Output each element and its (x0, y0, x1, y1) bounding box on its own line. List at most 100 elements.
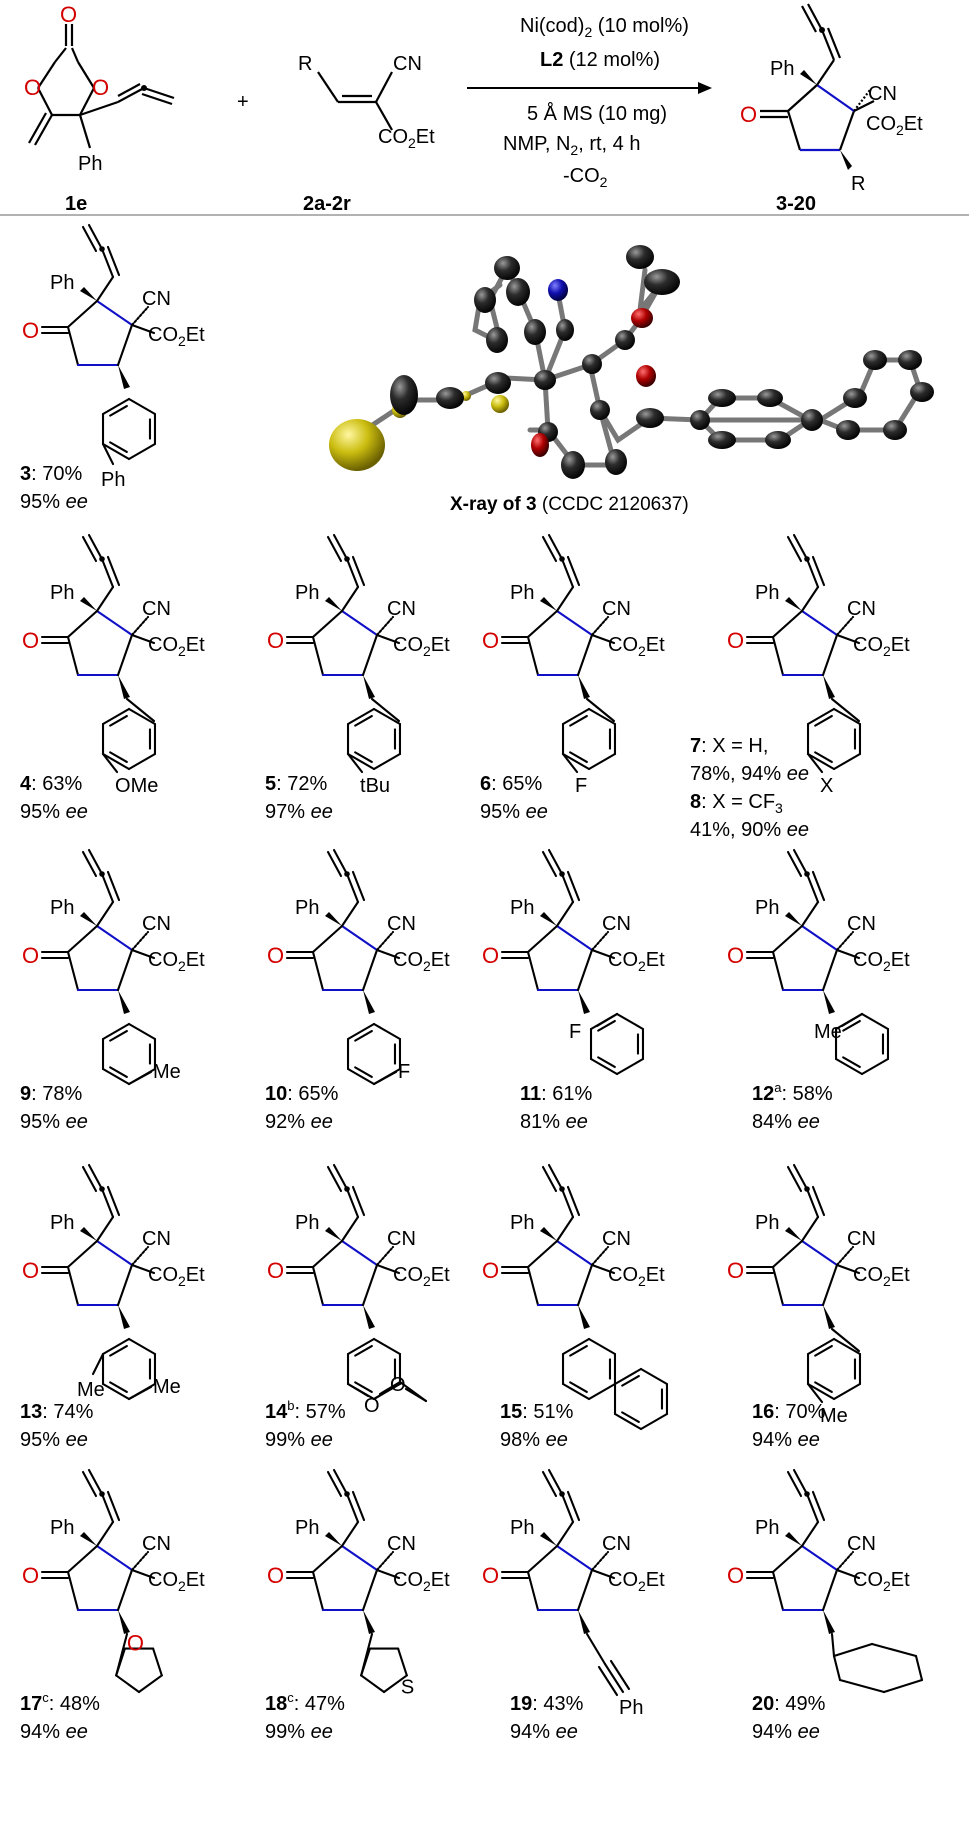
compound-ee: 94% ee (752, 1721, 820, 1743)
compound-yield: 17c: 48% (20, 1690, 100, 1715)
ketone-o: O (22, 943, 39, 968)
ph-label: Ph (770, 58, 794, 80)
cn-label: CN (142, 913, 171, 935)
ketone-o: O (267, 628, 284, 653)
compound-7-definition: 7: X = H, (690, 735, 768, 757)
compound-yield: 11: 61% (520, 1083, 593, 1105)
compound-ee: 94% ee (752, 1429, 820, 1451)
ph-label: Ph (510, 1212, 534, 1234)
cn-label: CN (142, 1533, 171, 1555)
ph-label: Ph (755, 582, 779, 604)
co2et-label: CO2Et (378, 126, 435, 151)
compound-ee: 95% ee (20, 491, 88, 513)
ph-label: Ph (50, 272, 74, 294)
cn-label: CN (142, 598, 171, 620)
ketone-o: O (482, 1258, 499, 1283)
ph-label: Ph (510, 897, 534, 919)
substituent-label: Me (153, 1376, 181, 1398)
atom-o-label: O (24, 75, 41, 100)
compound-ee: 92% ee (265, 1111, 333, 1133)
substituent-label: F (575, 775, 587, 797)
substituent-label: F (569, 1021, 581, 1043)
ph-label: Ph (755, 897, 779, 919)
compound-ee: 81% ee (520, 1111, 588, 1133)
compound-yield: 13: 74% (20, 1401, 94, 1423)
ketone-o: O (22, 1563, 39, 1588)
label-1e: 1e (65, 193, 87, 215)
cn-label: CN (602, 1228, 631, 1250)
ring-o: O (390, 1374, 406, 1396)
co2et-label: CO2Et (393, 1264, 450, 1289)
compound-8-definition: 8: X = CF3 (690, 791, 783, 816)
condition-4: NMP, N2, rt, 4 h (503, 133, 640, 158)
ph-label: Ph (50, 582, 74, 604)
ketone-o: O (727, 1563, 744, 1588)
cn-label: CN (847, 1228, 876, 1250)
ketone-o: O (727, 943, 744, 968)
ph-label: Ph (50, 897, 74, 919)
substituent-label: Ph (101, 469, 125, 491)
compound-ee: 97% ee (265, 801, 333, 823)
ph-label: Ph (295, 897, 319, 919)
co2et-label: CO2Et (853, 949, 910, 974)
cn-label: CN (847, 913, 876, 935)
compound-8-yield: 41%, 90% ee (690, 819, 809, 841)
structure-1e (28, 24, 175, 149)
substituent-label: Ph (619, 1697, 643, 1719)
compound-yield: 6: 65% (480, 773, 542, 795)
label-2a-2r: 2a-2r (303, 193, 351, 215)
compound-yield: 20: 49% (752, 1693, 826, 1715)
ketone-o: O (727, 1258, 744, 1283)
compound-7-8-legend: 7: X = H, 78%, 94% ee 8: X = CF3 41%, 90% e… (690, 735, 809, 841)
cn-label: CN (602, 913, 631, 935)
compound-7-yield: 78%, 94% ee (690, 763, 809, 785)
compound-yield: 18c: 47% (265, 1690, 345, 1715)
ph-label: Ph (295, 582, 319, 604)
ph-label: Ph (295, 1212, 319, 1234)
xray-structure (329, 245, 934, 479)
substituent-label: Me (153, 1061, 181, 1083)
cn-label: CN (387, 913, 416, 935)
cn-label: CN (847, 1533, 876, 1555)
co2et-label: CO2Et (148, 324, 205, 349)
reaction-equation: O O O Ph 1e + R CN CO2Et 2a-2r Ni(cod)2 … (24, 2, 923, 215)
co2et-label: CO2Et (608, 1569, 665, 1594)
ketone-o: O (727, 628, 744, 653)
substituent-label: Me (814, 1021, 842, 1043)
compound-yield: 5: 72% (265, 773, 327, 795)
condition-3: 5 Å MS (10 mg) (527, 102, 667, 125)
ketone-o: O (22, 318, 39, 343)
ring-s: S (401, 1676, 414, 1698)
ketone-o: O (22, 1258, 39, 1283)
substituent-label: Me (77, 1379, 105, 1401)
compound-ee: 95% ee (20, 1429, 88, 1451)
compound-ee: 99% ee (265, 1429, 333, 1451)
cn-label: CN (602, 598, 631, 620)
cn-label: CN (387, 1228, 416, 1250)
cn-label: CN (393, 53, 422, 75)
co2et-label: CO2Et (853, 1264, 910, 1289)
co2et-label: CO2Et (853, 634, 910, 659)
substituent-label: OMe (115, 775, 158, 797)
compound-yield: 12a: 58% (752, 1080, 833, 1105)
compound-yield: 15: 51% (500, 1401, 574, 1423)
cn-label: CN (142, 1228, 171, 1250)
compound-yield: 4: 63% (20, 773, 82, 795)
ketone-o: O (482, 943, 499, 968)
cn-label: CN (387, 1533, 416, 1555)
r-label: R (298, 53, 312, 75)
